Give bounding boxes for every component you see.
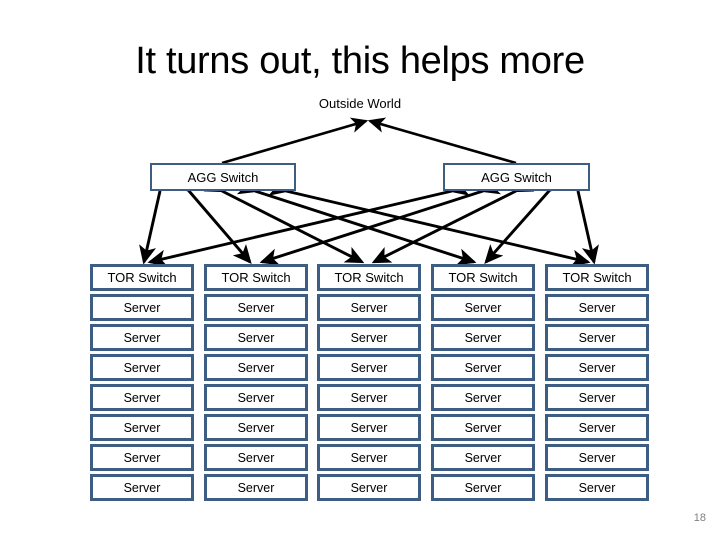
server-label: Server — [464, 360, 502, 375]
tor-switch-box-3[interactable]: TOR Switch — [317, 264, 421, 291]
server-box[interactable]: Server — [545, 444, 649, 471]
server-box[interactable]: Server — [204, 384, 308, 411]
tor-switch-label: TOR Switch — [448, 270, 518, 285]
server-box[interactable]: Server — [431, 324, 535, 351]
tor-switch-box-4[interactable]: TOR Switch — [431, 264, 535, 291]
server-box[interactable]: Server — [204, 354, 308, 381]
agg-switch-label: AGG Switch — [481, 169, 552, 185]
server-label: Server — [237, 390, 275, 405]
server-box[interactable]: Server — [317, 414, 421, 441]
server-label: Server — [350, 330, 388, 345]
tor-switch-label: TOR Switch — [107, 270, 177, 285]
server-label: Server — [464, 480, 502, 495]
agg-switch-label: AGG Switch — [187, 169, 259, 185]
server-label: Server — [123, 390, 161, 405]
outside-world-label: Outside World — [318, 96, 402, 111]
server-box[interactable]: Server — [431, 294, 535, 321]
server-label: Server — [350, 480, 388, 495]
server-box[interactable]: Server — [545, 474, 649, 501]
server-label: Server — [578, 450, 616, 465]
server-label: Server — [350, 300, 388, 315]
server-label: Server — [237, 300, 275, 315]
server-label: Server — [237, 480, 275, 495]
server-label: Server — [578, 330, 616, 345]
agg-left-to-tor-arrows — [139, 173, 591, 267]
server-box[interactable]: Server — [431, 444, 535, 471]
server-box[interactable]: Server — [204, 444, 308, 471]
server-label: Server — [464, 390, 502, 405]
server-label: Server — [123, 450, 161, 465]
server-label: Server — [237, 420, 275, 435]
server-box[interactable]: Server — [317, 444, 421, 471]
server-box[interactable]: Server — [90, 324, 194, 351]
server-label: Server — [123, 480, 161, 495]
server-box[interactable]: Server — [431, 384, 535, 411]
server-box[interactable]: Server — [204, 324, 308, 351]
server-label: Server — [237, 330, 275, 345]
tor-switch-box-2[interactable]: TOR Switch — [204, 264, 308, 291]
agg-switch-box-1[interactable]: AGG Switch — [150, 163, 296, 191]
server-label: Server — [350, 420, 388, 435]
tor-switch-box-1[interactable]: TOR Switch — [90, 264, 194, 291]
server-label: Server — [237, 450, 275, 465]
tor-switch-label: TOR Switch — [221, 270, 291, 285]
server-label: Server — [464, 300, 502, 315]
server-box[interactable]: Server — [545, 384, 649, 411]
server-box[interactable]: Server — [545, 354, 649, 381]
server-label: Server — [350, 360, 388, 375]
server-box[interactable]: Server — [204, 414, 308, 441]
server-box[interactable]: Server — [317, 474, 421, 501]
server-label: Server — [123, 330, 161, 345]
server-label: Server — [578, 390, 616, 405]
server-box[interactable]: Server — [545, 294, 649, 321]
server-box[interactable]: Server — [545, 414, 649, 441]
server-label: Server — [464, 420, 502, 435]
server-box[interactable]: Server — [90, 384, 194, 411]
server-box[interactable]: Server — [90, 474, 194, 501]
server-box[interactable]: Server — [204, 294, 308, 321]
server-box[interactable]: Server — [90, 294, 194, 321]
tor-switch-label: TOR Switch — [334, 270, 404, 285]
server-box[interactable]: Server — [317, 384, 421, 411]
server-box[interactable]: Server — [317, 354, 421, 381]
server-box[interactable]: Server — [204, 474, 308, 501]
agg-switch-box-2[interactable]: AGG Switch — [443, 163, 590, 191]
page-title: It turns out, this helps more — [135, 40, 585, 82]
server-label: Server — [464, 330, 502, 345]
server-label: Server — [123, 300, 161, 315]
agg-right-to-tor-arrows — [147, 173, 599, 267]
server-box[interactable]: Server — [90, 444, 194, 471]
server-box[interactable]: Server — [317, 324, 421, 351]
server-label: Server — [578, 360, 616, 375]
tor-switch-label: TOR Switch — [562, 270, 632, 285]
server-label: Server — [578, 300, 616, 315]
server-label: Server — [464, 450, 502, 465]
server-box[interactable]: Server — [90, 354, 194, 381]
server-box[interactable]: Server — [431, 474, 535, 501]
server-box[interactable]: Server — [431, 354, 535, 381]
server-box[interactable]: Server — [545, 324, 649, 351]
uplink-arrows — [221, 117, 517, 165]
server-label: Server — [123, 360, 161, 375]
server-box[interactable]: Server — [317, 294, 421, 321]
server-box[interactable]: Server — [431, 414, 535, 441]
server-label: Server — [578, 420, 616, 435]
server-label: Server — [350, 390, 388, 405]
server-label: Server — [350, 450, 388, 465]
tor-switch-box-5[interactable]: TOR Switch — [545, 264, 649, 291]
server-box[interactable]: Server — [90, 414, 194, 441]
server-label: Server — [578, 480, 616, 495]
page-number: 18 — [693, 512, 706, 524]
server-label: Server — [237, 360, 275, 375]
server-label: Server — [123, 420, 161, 435]
